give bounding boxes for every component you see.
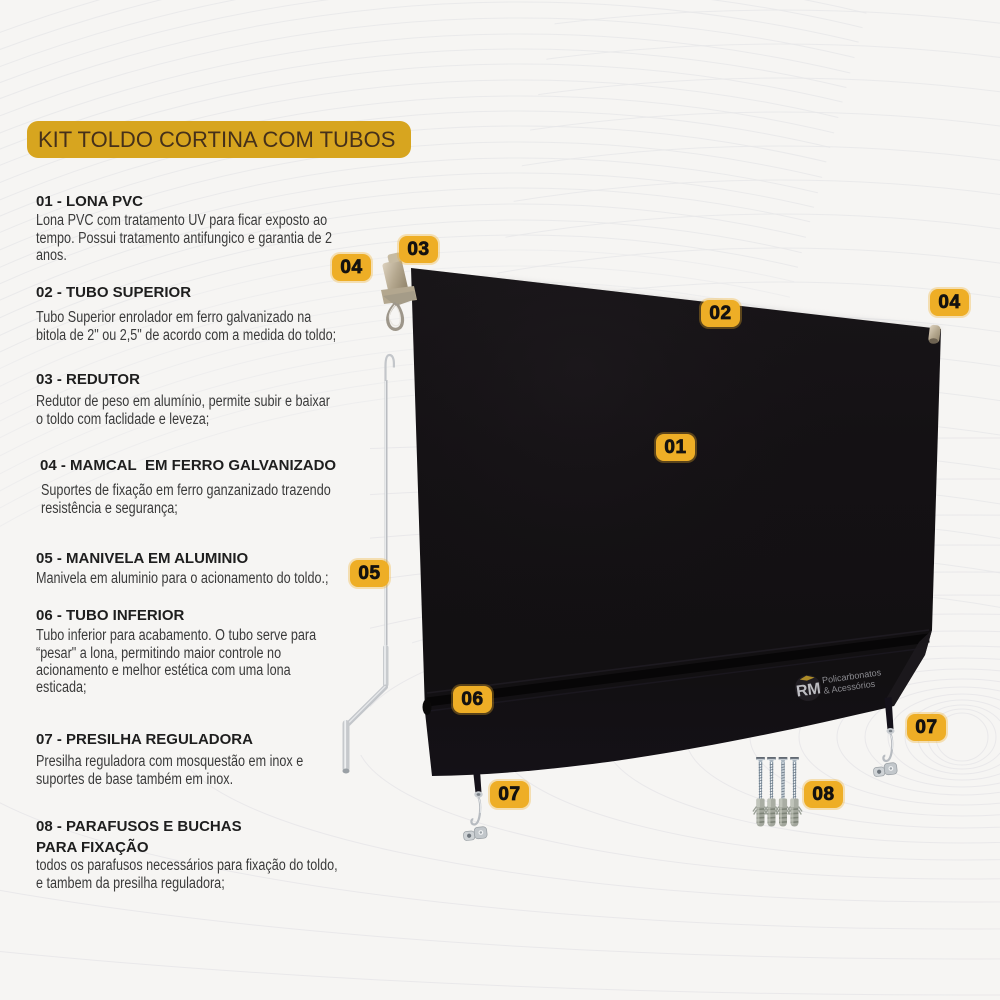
svg-text:RM: RM: [795, 680, 821, 700]
